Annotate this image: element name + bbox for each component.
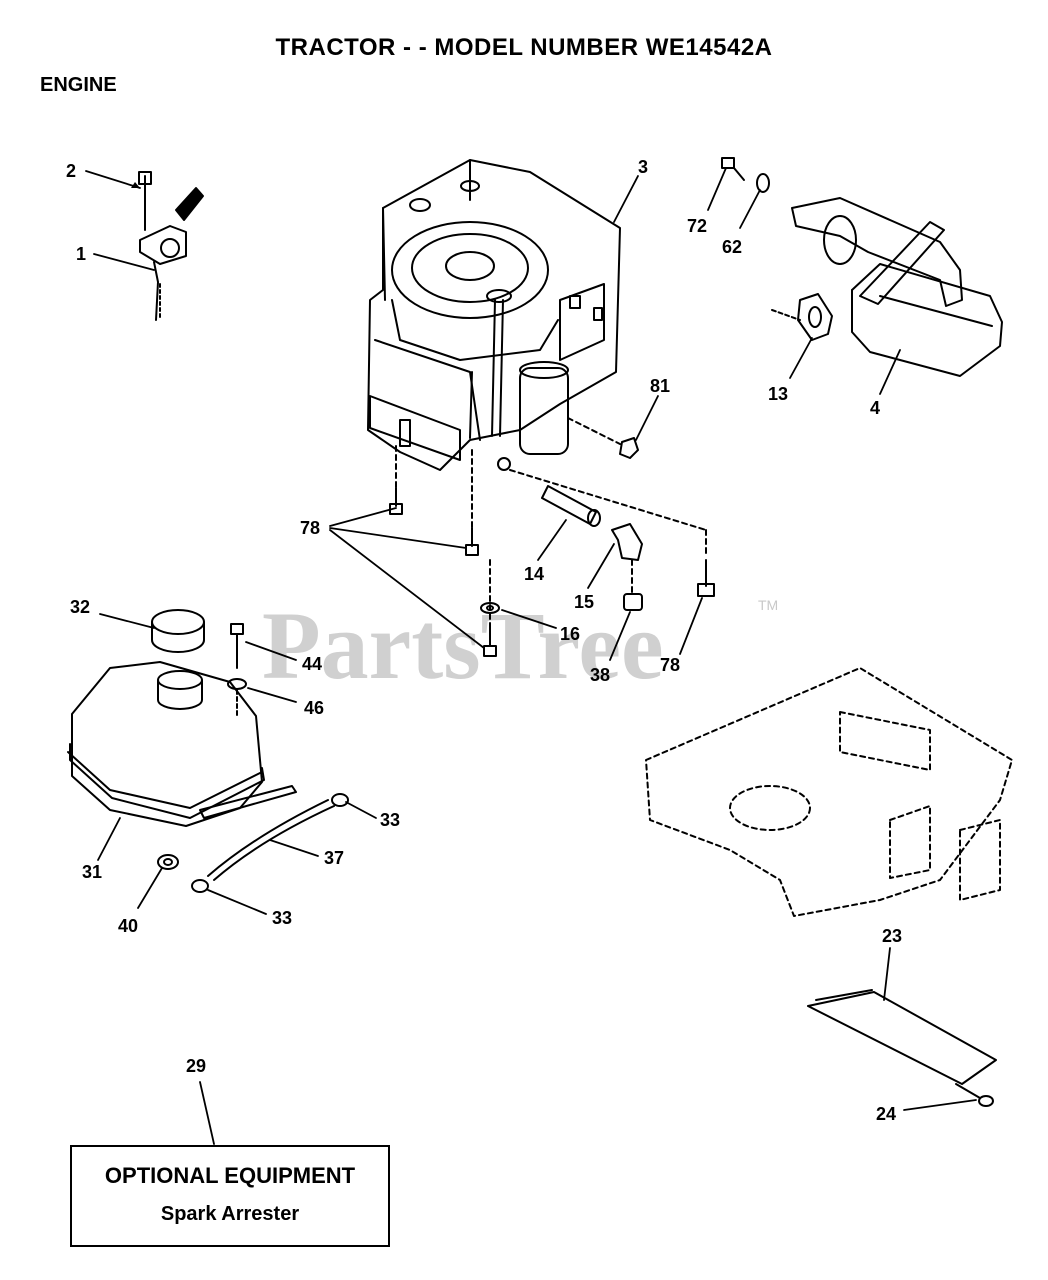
callout-24: 24: [876, 1104, 896, 1124]
callout-37: 37: [324, 848, 344, 868]
diagram-title: TRACTOR - - MODEL NUMBER WE14542A: [275, 34, 773, 61]
gasket-13-part: [771, 293, 833, 341]
callout-72: 72: [687, 216, 707, 236]
callout-23: 23: [882, 926, 902, 946]
section-label: ENGINE: [40, 74, 117, 96]
clamp-33-lower-part: [191, 879, 209, 893]
callout-32: 32: [70, 597, 90, 617]
bolt-72-part: [721, 157, 745, 181]
callout-14: 14: [524, 564, 544, 584]
callout-38: 38: [590, 665, 610, 685]
elbow-15-part: [611, 523, 643, 561]
gasket-62-part: [756, 173, 770, 193]
bolt-78-middle-part: [465, 527, 479, 556]
frame-part: [645, 667, 1013, 917]
callout-4: 4: [870, 398, 880, 418]
fuel-tank-31-part: [67, 661, 297, 827]
callout-46: 46: [304, 698, 324, 718]
callout-33-upper: 33: [380, 810, 400, 830]
callout-78-left: 78: [300, 518, 320, 538]
callout-44: 44: [302, 654, 322, 674]
callout-3: 3: [638, 157, 648, 177]
callout-29: 29: [186, 1056, 206, 1076]
watermark-trademark: TM: [758, 597, 778, 613]
optional-equipment-item: Spark Arrester: [160, 1203, 300, 1225]
callout-16: 16: [560, 624, 580, 644]
clamp-33-upper-part: [331, 793, 349, 807]
bolt-78-right-part: [697, 559, 715, 597]
engine-part: [367, 159, 621, 471]
optional-equipment-title: OPTIONAL EQUIPMENT: [104, 1163, 356, 1188]
callout-1: 1: [76, 244, 86, 264]
callout-15: 15: [574, 592, 594, 612]
callout-31: 31: [82, 862, 102, 882]
callout-62: 62: [722, 237, 742, 257]
fuel-line-37-part: [207, 799, 335, 881]
muffler-part: [791, 197, 1003, 377]
leader-lines: [85, 167, 977, 1145]
watermark-text: PartsTree: [262, 592, 664, 699]
optional-equipment-box: OPTIONAL EQUIPMENT Spark Arrester: [70, 1145, 390, 1247]
fuel-cap-32-part: [151, 609, 205, 653]
washer-46-part: [227, 678, 247, 717]
callout-81: 81: [650, 376, 670, 396]
callout-78-right: 78: [660, 655, 680, 675]
washer-16-part: [480, 602, 500, 614]
cap-38-part: [623, 593, 643, 611]
callout-13: 13: [768, 384, 788, 404]
callout-40: 40: [118, 916, 138, 936]
oil-drain-pipe-14-part: [541, 485, 601, 527]
throttle-control-part: [138, 171, 204, 321]
bushing-40-part: [157, 854, 179, 870]
screw-24-part: [955, 1083, 994, 1107]
alignment-lines: [395, 445, 707, 631]
plate-23-part: [807, 989, 997, 1085]
screw-44-part: [230, 623, 244, 669]
nut-81-part: [567, 417, 639, 459]
callout-33-lower: 33: [272, 908, 292, 928]
bolt-78-lower-part: [483, 627, 497, 657]
bolt-78-upper-part: [389, 487, 403, 515]
callout-2: 2: [66, 161, 76, 181]
